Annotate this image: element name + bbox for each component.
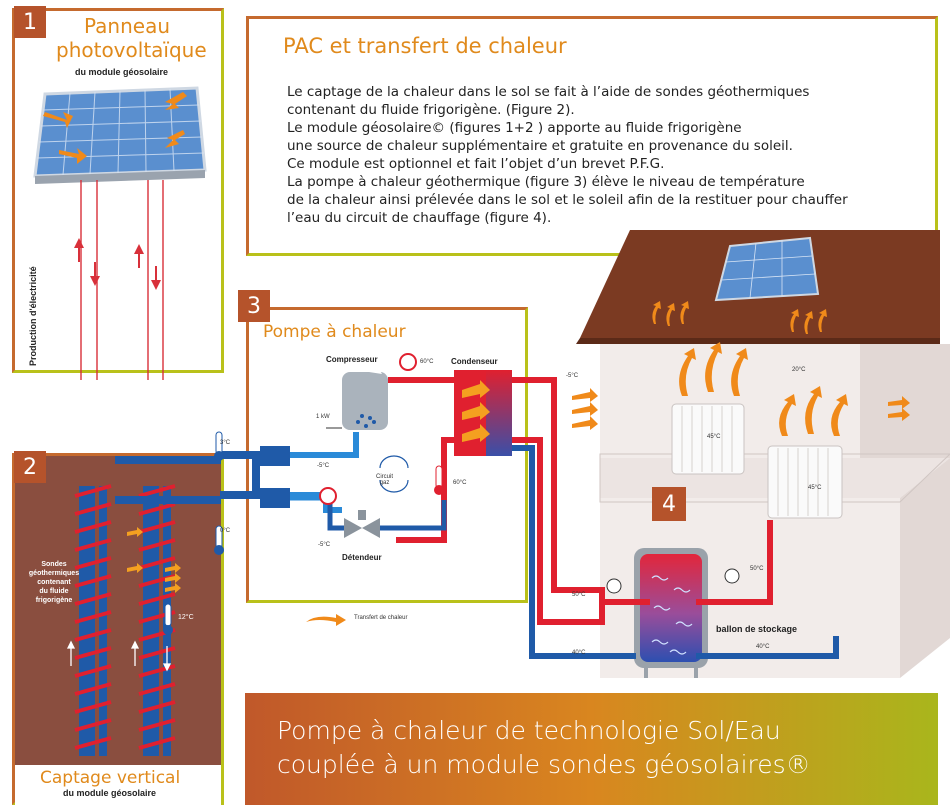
- banner-line2: couplée à un module sondes géosolaires®: [277, 750, 811, 779]
- panel1-title-line1: Panneau: [84, 14, 171, 38]
- panel4-temp-outside: -5°C: [566, 373, 579, 379]
- panel4-temp-rad1: 45°C: [707, 434, 721, 440]
- sondes-line: contenant: [37, 579, 71, 586]
- panel2-ground-temp: 12°C: [178, 614, 194, 621]
- bottom-banner: [245, 693, 938, 805]
- heat-pump-circuit: [214, 353, 839, 659]
- panel1-title-line2: photovoltaïque: [56, 38, 207, 62]
- panel2-footer-subtitle: du module géosolaire: [63, 788, 157, 798]
- power-label: 1 kW: [316, 414, 330, 420]
- detendeur-label: Détendeur: [342, 553, 382, 562]
- panel1-number: 1: [14, 6, 46, 38]
- intro-line: l’eau du circuit de chauffage (figure 4)…: [287, 210, 552, 226]
- sondes-line: du fluide: [39, 588, 69, 595]
- sondes-line: géothermiques: [28, 570, 80, 577]
- temp-50-right: 50°C: [750, 566, 764, 572]
- intro-line: de la chaleur ainsi prélevée dans le sol…: [287, 192, 848, 208]
- temp-minus5-a: -5°C: [317, 463, 330, 469]
- condenseur-label: Condenseur: [451, 357, 498, 366]
- panel4-temp-room: 20°C: [792, 367, 806, 373]
- temp-60-right: 60°C: [453, 480, 467, 486]
- panel1-frame: [12, 8, 224, 373]
- panel3-number: 3: [238, 290, 270, 322]
- temp-0: 0°C: [220, 528, 231, 534]
- temp-50-left: 50°C: [572, 592, 586, 598]
- circuit-gaz-label: Circuit gaz: [376, 474, 393, 486]
- banner-line1: Pompe à chaleur de technologie Sol/Eau: [277, 716, 781, 745]
- house-illustration: [572, 230, 950, 678]
- intro-line: La pompe à chaleur géothermique (figure …: [287, 174, 805, 190]
- panel2-number: 2: [14, 451, 46, 483]
- panel3-title: Pompe à chaleur: [263, 322, 406, 342]
- panel1-subtitle: du module géosolaire: [75, 67, 169, 77]
- panel2-sondes-label: Sondes géothermiques contenant du fluide…: [16, 560, 92, 605]
- panel4-number: 4: [652, 487, 686, 521]
- intro-line: Ce module est optionnel et fait l’objet …: [287, 156, 665, 172]
- temp-40-right: 40°C: [756, 644, 770, 650]
- temp-minus5-b: -5°C: [318, 542, 331, 548]
- legend-label: Transfert de chaleur: [354, 615, 408, 621]
- panel2-footer-bg: [15, 765, 221, 805]
- temp-60-top: 60°C: [420, 359, 434, 365]
- intro-line: Le captage de la chaleur dans le sol se …: [287, 84, 810, 100]
- panel4-temp-rad2: 45°C: [808, 485, 822, 491]
- sondes-line: frigorigène: [35, 597, 73, 604]
- panel4-storage-label: ballon de stockage: [716, 624, 798, 634]
- intro-title: PAC et transfert de chaleur: [283, 34, 567, 58]
- panel2-footer-title: Captage vertical: [40, 768, 181, 788]
- panel1-illustration: [33, 86, 207, 380]
- panel2-illustration: [66, 456, 221, 756]
- intro-text: Le captage de la chaleur dans le sol se …: [287, 83, 848, 227]
- intro-frame: [246, 16, 938, 256]
- compresseur-label: Compresseur: [326, 355, 378, 364]
- temp-40-left: 40°C: [572, 650, 586, 656]
- circuit-gaz-line: gaz: [379, 480, 390, 486]
- intro-line: une source de chaleur supplémentaire et …: [287, 138, 793, 154]
- intro-line: Le module géosolaire© (figures 1+2 ) app…: [287, 120, 742, 136]
- sondes-line: Sondes: [41, 561, 67, 568]
- intro-line: contenant du fluide frigorigène. (Figure…: [287, 102, 575, 118]
- temp-3: 3°C: [220, 440, 231, 446]
- circuit-gaz-line: Circuit: [376, 474, 394, 480]
- legend-arrow-icon: [306, 614, 346, 626]
